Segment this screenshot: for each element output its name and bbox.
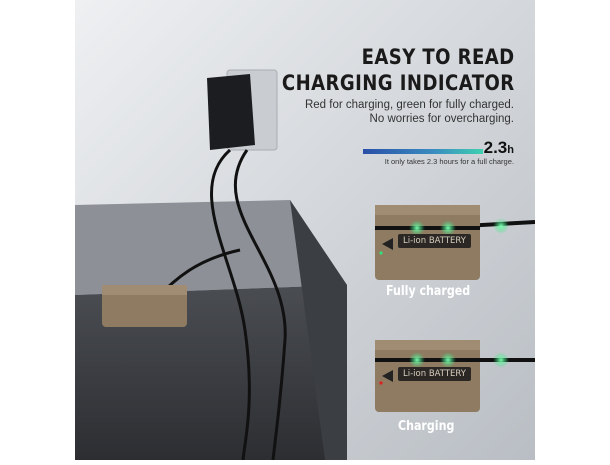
state-label-charging: Charging bbox=[398, 419, 455, 434]
table-top bbox=[75, 200, 347, 295]
product-scene: Li-ion BATTERY Li-ion BATTERY bbox=[75, 0, 536, 461]
subtitle: Red for charging, green for fully charge… bbox=[305, 98, 514, 126]
headline-line-2: CHARGING INDICATOR bbox=[282, 71, 515, 95]
scene-illustration bbox=[75, 0, 536, 461]
charge-time: 2.3h bbox=[484, 138, 514, 158]
battery-on-table bbox=[102, 285, 187, 327]
wall-charger bbox=[207, 74, 255, 150]
battery-label: Li-ion BATTERY bbox=[398, 234, 471, 248]
charge-time-value: 2.3 bbox=[483, 138, 508, 157]
charge-time-unit: h bbox=[507, 144, 514, 156]
led-red bbox=[379, 381, 383, 385]
headline: EASY TO READ CHARGING INDICATOR bbox=[282, 44, 515, 96]
charge-time-caption: It only takes 2.3 hours for a full charg… bbox=[384, 157, 514, 166]
state-label-fully-charged: Fully charged bbox=[386, 284, 471, 299]
subtitle-line-1: Red for charging, green for fully charge… bbox=[304, 99, 514, 111]
led-green bbox=[379, 251, 383, 255]
charge-time-bar bbox=[363, 149, 483, 154]
battery-label: Li-ion BATTERY bbox=[398, 367, 471, 381]
subtitle-line-2: No worries for overcharging. bbox=[369, 113, 514, 125]
charger-cable bbox=[210, 148, 251, 461]
headline-line-1: EASY TO READ bbox=[361, 45, 515, 69]
